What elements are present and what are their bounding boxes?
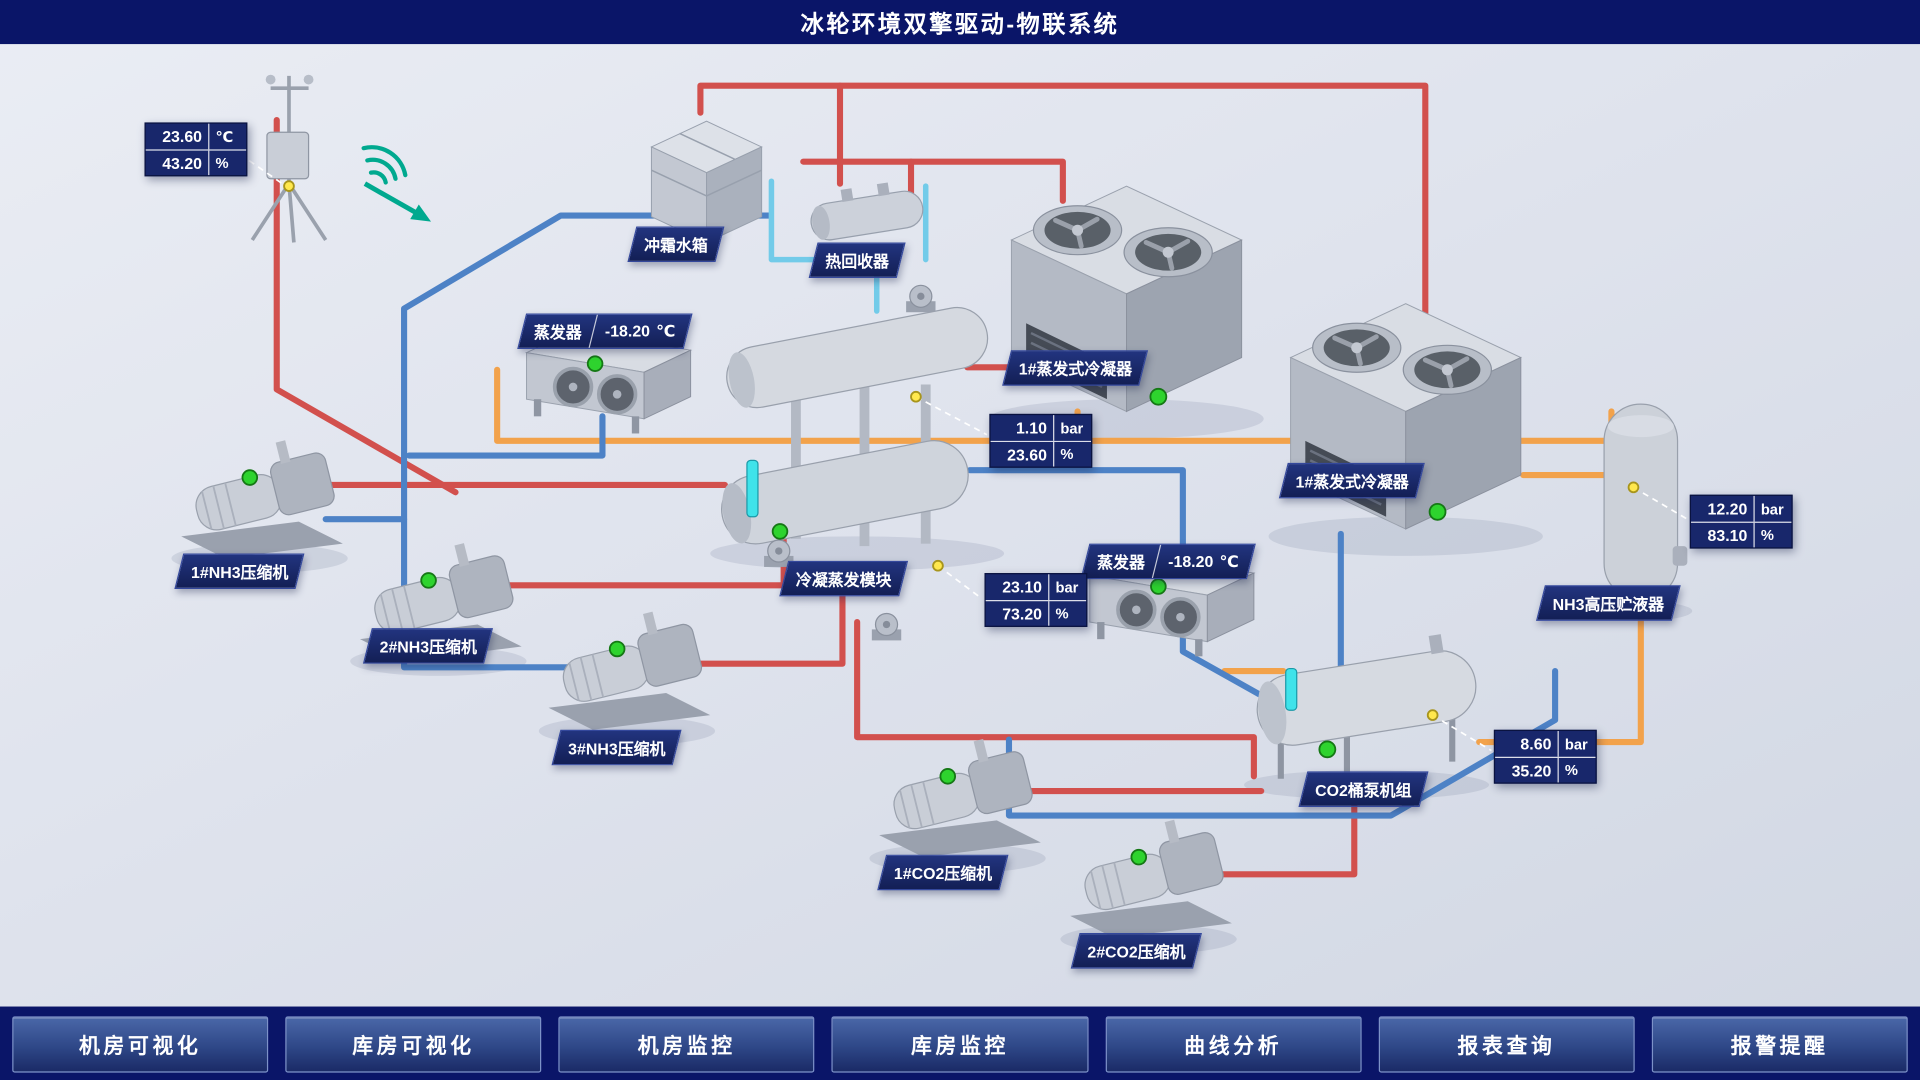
nh3-compressor1-3d[interactable] (180, 430, 344, 560)
nh3-compressor3-label: 3#NH3压缩机 (551, 729, 683, 766)
sensor-dot (1426, 709, 1439, 721)
flow-arrow-icon (363, 181, 432, 222)
nav-alarm-alert[interactable]: 报警提醒 (1651, 1015, 1908, 1073)
sensor-dot (1627, 481, 1640, 494)
red-pipe (697, 82, 1429, 317)
evaporator1-label: 蒸发器 -18.20℃ (517, 313, 693, 349)
condenser1-label: 1#蒸发式冷凝器 (1002, 350, 1149, 386)
co2-compressor2-label: 2#CO2压缩机 (1070, 933, 1203, 969)
co2-pump-unit-3d[interactable] (1250, 630, 1481, 789)
red-pipe (854, 618, 1257, 780)
red-pipe (800, 158, 1066, 204)
co2-pump-unit-label: CO2桶泵机组 (1298, 771, 1429, 807)
leader-lines (239, 153, 1688, 752)
nh3-receiver-label: NH3高压贮液器 (1535, 585, 1681, 621)
status-dot-green (771, 523, 789, 540)
nh3-compressor2-label: 2#NH3压缩机 (362, 628, 494, 664)
status-dot-green (1428, 502, 1447, 521)
blue-pipe (405, 413, 606, 459)
level-gauge (746, 459, 759, 518)
title-bar: 冰轮环境双擎驱动-物联系统 (0, 0, 1920, 45)
nav-machine-room-monitor[interactable]: 机房监控 (558, 1015, 815, 1073)
sensor-dot (932, 559, 944, 572)
sensor-dot (910, 390, 922, 403)
co2-compressor2-3d[interactable] (1069, 810, 1233, 939)
condense-module-label: 冷凝蒸发模块 (779, 560, 909, 597)
nav-warehouse-monitor[interactable]: 库房监控 (831, 1015, 1089, 1073)
status-dot-green (1318, 740, 1337, 759)
nav-machine-room-visualization[interactable]: 机房可视化 (12, 1015, 269, 1073)
nav-report-query[interactable]: 报表查询 (1378, 1015, 1635, 1073)
nh3-receiver-3d[interactable] (1603, 403, 1688, 615)
level-gauge (1285, 667, 1298, 711)
nh3-compressor1-label: 1#NH3压缩机 (174, 553, 306, 589)
defrost-tank-label: 冲霜水箱 (627, 226, 725, 263)
page-title: 冰轮环境双擎驱动-物联系统 (800, 11, 1120, 38)
status-dot-green (1149, 387, 1168, 406)
nav-curve-analysis[interactable]: 曲线分析 (1105, 1015, 1362, 1073)
red-pipe (690, 562, 846, 667)
heat-recovery-label: 热回收器 (808, 242, 906, 278)
evaporator2-label: 蒸发器 -18.20℃ (1080, 543, 1256, 580)
bottom-nav: 机房可视化 库房可视化 机房监控 库房监控 曲线分析 报表查询 报警提醒 (0, 1006, 1920, 1080)
sensor-dot (283, 180, 295, 192)
defrost-tank-3d[interactable] (650, 120, 763, 244)
co2-compressor1-3d[interactable] (878, 729, 1042, 859)
nh3-compressor3-3d[interactable] (547, 602, 712, 731)
blue-pipe (401, 212, 773, 671)
nav-warehouse-visualization[interactable]: 库房可视化 (285, 1015, 542, 1073)
small-pump (905, 284, 937, 313)
weather-readout: 23.60℃ 43.20% (144, 122, 248, 177)
sensor-markers (283, 180, 1640, 721)
red-pipe (273, 116, 459, 496)
heat-recovery-3d[interactable] (807, 178, 926, 243)
co2-compressor1-label: 1#CO2压缩机 (877, 854, 1009, 891)
weather-station-3d[interactable] (250, 74, 328, 243)
wifi-signal-icon (361, 145, 408, 185)
condenser2-label: 1#蒸发式冷凝器 (1278, 462, 1426, 499)
condense-module-3d[interactable] (716, 302, 993, 642)
